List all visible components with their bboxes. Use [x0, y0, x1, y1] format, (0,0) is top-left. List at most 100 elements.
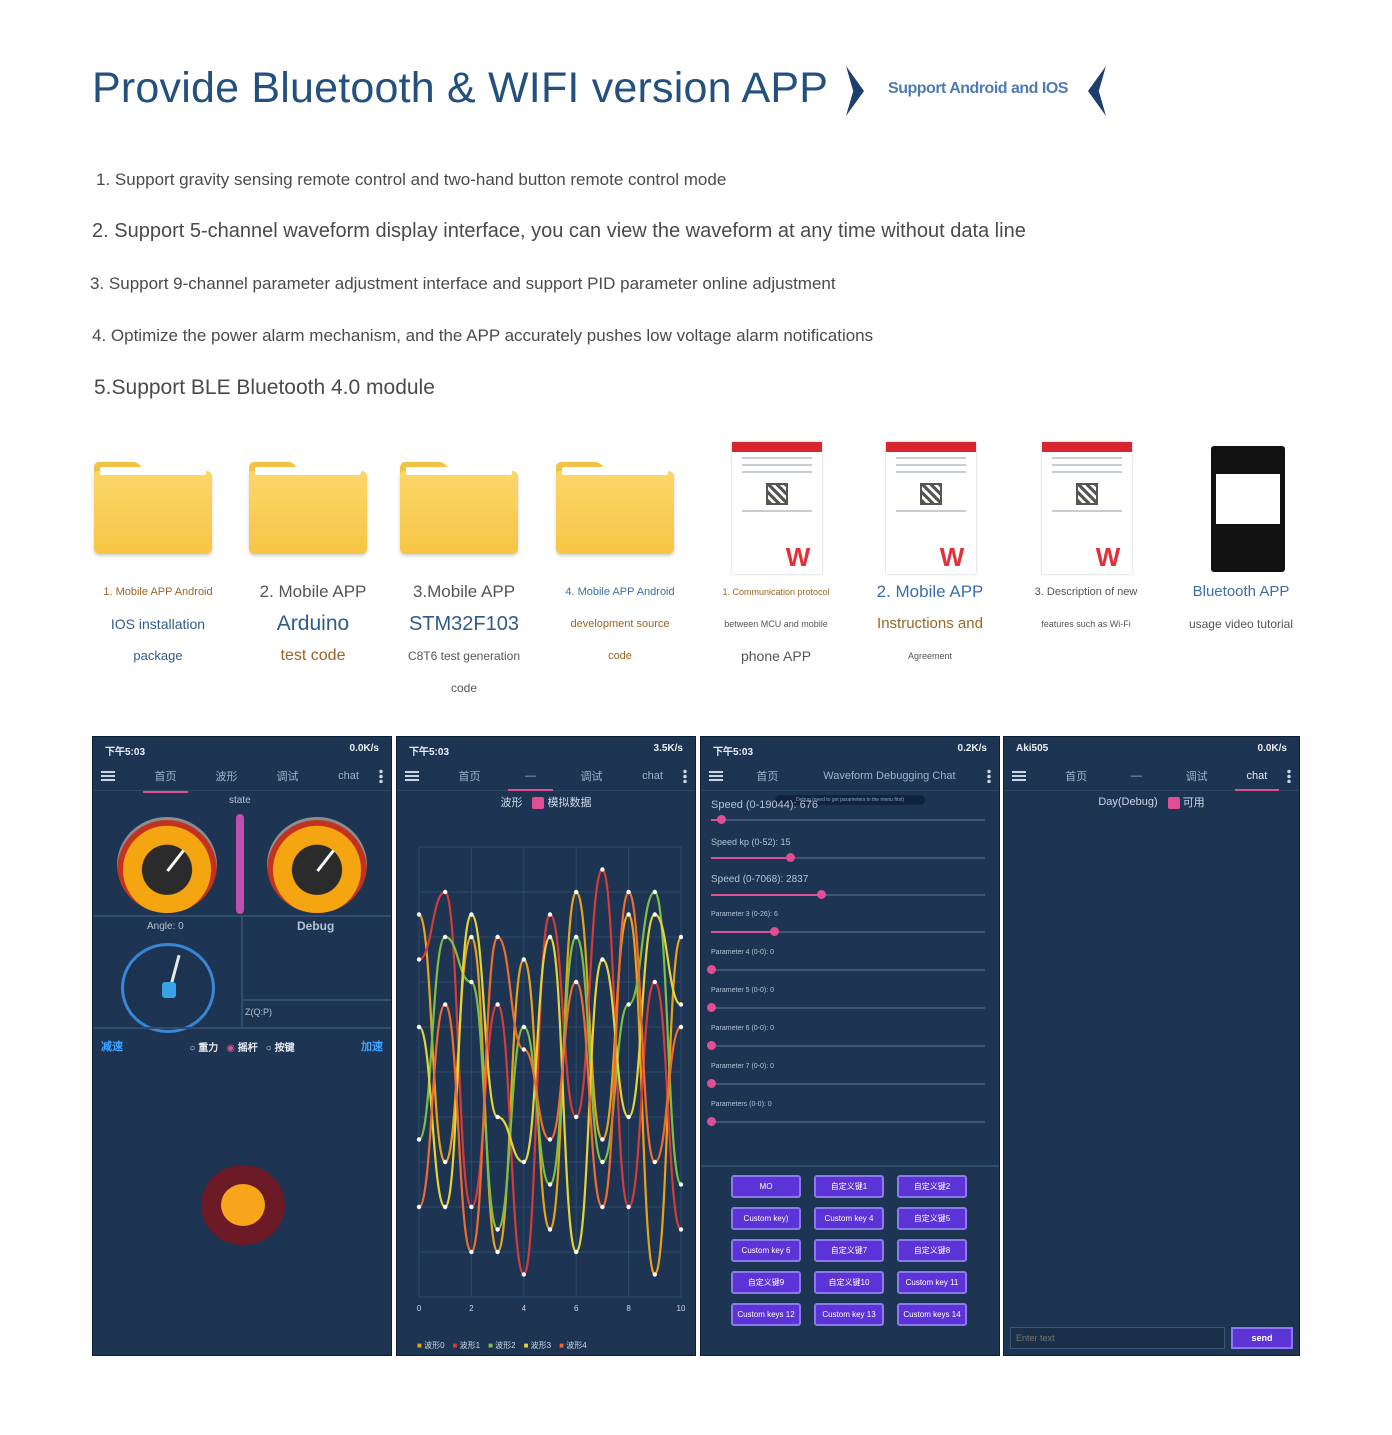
- slider-knob[interactable]: [816, 890, 826, 899]
- parameter-slider[interactable]: Speed (0-19044): 676: [711, 799, 985, 824]
- file-item[interactable]: Bluetooth APP usage video tutorial: [1163, 440, 1319, 640]
- parameter-slider[interactable]: Parameter 3 (0-26): 6: [711, 911, 985, 936]
- custom-key-button[interactable]: MO: [731, 1175, 801, 1198]
- slider-track[interactable]: [711, 857, 985, 859]
- simulate-data-toggle[interactable]: 模拟数据: [532, 794, 592, 810]
- parameter-slider[interactable]: Parameter 7 (0-0): 0: [707, 1063, 985, 1088]
- slider-track[interactable]: [711, 1083, 985, 1085]
- custom-key-button[interactable]: 自定义键2: [897, 1175, 967, 1198]
- tab-waveform[interactable]: —: [500, 770, 561, 791]
- tab-waveform-debug-chat[interactable]: Waveform Debugging Chat: [823, 769, 956, 782]
- custom-key-button[interactable]: 自定义键10: [814, 1271, 884, 1294]
- more-icon[interactable]: [987, 768, 991, 783]
- slider-track[interactable]: [711, 1045, 985, 1047]
- parameter-slider[interactable]: Parameters (0-0): 0: [707, 1101, 985, 1126]
- mode-buttons[interactable]: ○ 按键: [265, 1042, 295, 1054]
- more-icon[interactable]: [683, 768, 687, 783]
- accelerate-button[interactable]: 加速: [360, 1041, 383, 1053]
- tab-home[interactable]: 首页: [756, 770, 779, 783]
- tab-chat[interactable]: chat: [642, 769, 663, 782]
- parameter-slider[interactable]: Speed kp (0-52): 15: [711, 837, 985, 862]
- custom-key-button[interactable]: Custom keys 14: [897, 1303, 967, 1326]
- x-tick-label: 8: [626, 1304, 631, 1313]
- data-point: [626, 889, 631, 895]
- tab-waveform[interactable]: 波形: [215, 770, 238, 783]
- slider-knob[interactable]: [707, 965, 716, 974]
- slider-knob[interactable]: [707, 1117, 716, 1126]
- send-button[interactable]: send: [1231, 1327, 1293, 1349]
- debug-hint: Debug (need to get parameters in the men…: [775, 795, 925, 805]
- tab-debug[interactable]: 调试: [1185, 770, 1208, 783]
- custom-key-button[interactable]: Custom key 11: [897, 1271, 967, 1294]
- data-point: [469, 1249, 474, 1255]
- data-point: [678, 1002, 684, 1007]
- custom-key-button[interactable]: Custom key 13: [814, 1303, 884, 1326]
- parameter-slider[interactable]: Parameter 4 (0-0): 0: [707, 949, 985, 974]
- mode-joystick[interactable]: ◉ 摇杆: [226, 1042, 258, 1054]
- parameter-slider[interactable]: Parameter 5 (0-0): 0: [707, 987, 985, 1012]
- chat-input[interactable]: [1010, 1327, 1225, 1349]
- tab-home[interactable]: 首页: [135, 768, 196, 793]
- data-point: [495, 1114, 500, 1120]
- custom-key-button[interactable]: 自定义键1: [814, 1175, 884, 1198]
- slider-track[interactable]: [711, 1007, 985, 1009]
- tab-waveform[interactable]: —: [1130, 769, 1142, 782]
- slider-knob[interactable]: [707, 1079, 716, 1088]
- tab-home[interactable]: 首页: [1065, 770, 1088, 783]
- slider-track[interactable]: [711, 931, 985, 933]
- slider-track[interactable]: [711, 1121, 985, 1123]
- custom-key-button[interactable]: 自定义键5: [897, 1207, 967, 1230]
- file-item[interactable]: 2. Mobile APP Arduino test code: [235, 440, 391, 672]
- file-caption: features such as Wi-Fi: [1041, 619, 1131, 629]
- slider-knob[interactable]: [707, 1003, 716, 1012]
- custom-key-button[interactable]: 自定义键9: [731, 1271, 801, 1294]
- tab-chat[interactable]: chat: [1227, 770, 1287, 791]
- tab-debug[interactable]: 调试: [276, 770, 299, 783]
- custom-key-button[interactable]: Custom keys 12: [731, 1303, 801, 1326]
- custom-key-button[interactable]: Custom key): [731, 1207, 801, 1230]
- custom-key-button[interactable]: 自定义键8: [897, 1239, 967, 1262]
- mode-label: 按键: [274, 1042, 295, 1054]
- slider-fill: [711, 931, 775, 933]
- file-item[interactable]: W 3. Description of new features such as…: [1008, 440, 1164, 640]
- status-device: Aki505: [1016, 743, 1049, 754]
- tab-debug[interactable]: 调试: [580, 770, 603, 783]
- tab-bar: 首页 — 调试 chat: [1004, 761, 1299, 791]
- tab-chat[interactable]: chat: [338, 769, 359, 782]
- slider-knob[interactable]: [707, 1041, 716, 1050]
- parameter-slider[interactable]: Speed (0-7068): 2837: [711, 874, 985, 899]
- slider-track[interactable]: [711, 969, 985, 971]
- file-item[interactable]: 3.Mobile APP STM32F103 C8T6 test generat…: [386, 440, 542, 704]
- menu-icon[interactable]: [101, 770, 115, 781]
- slider-track[interactable]: [711, 819, 985, 821]
- menu-icon[interactable]: [1012, 770, 1026, 781]
- custom-key-button[interactable]: 自定义键7: [814, 1239, 884, 1262]
- file-item[interactable]: W 2. Mobile APP Instructions and Agreeme…: [852, 440, 1008, 672]
- parameter-label: Speed (0-19044): 676: [711, 799, 819, 811]
- file-item[interactable]: 1. Mobile APP Android IOS installation p…: [80, 440, 236, 672]
- slider-track[interactable]: [711, 894, 985, 896]
- slider-knob[interactable]: [716, 815, 726, 824]
- file-item[interactable]: 4. Mobile APP Android development source…: [542, 440, 698, 672]
- x-tick-label: 4: [522, 1304, 527, 1313]
- decelerate-button[interactable]: 减速: [101, 1041, 123, 1053]
- slider-knob[interactable]: [786, 853, 796, 862]
- more-icon[interactable]: [379, 768, 383, 783]
- compass-icon: [121, 943, 215, 1033]
- folder-icon: [556, 462, 674, 554]
- joystick-handle[interactable]: [201, 1165, 285, 1245]
- mode-gravity[interactable]: ○ 重力: [189, 1042, 219, 1054]
- slider-knob[interactable]: [770, 927, 780, 936]
- file-item[interactable]: W 1. Communication protocol between MCU …: [698, 440, 854, 672]
- more-icon[interactable]: [1287, 768, 1291, 783]
- menu-icon[interactable]: [709, 770, 723, 781]
- custom-key-button[interactable]: Custom key 6: [731, 1239, 801, 1262]
- tab-home[interactable]: 首页: [458, 770, 481, 783]
- menu-icon[interactable]: [405, 770, 419, 781]
- available-toggle[interactable]: 可用: [1167, 794, 1205, 810]
- legend-item: ■ 波形1: [452, 1341, 481, 1350]
- parameter-slider[interactable]: Parameter 6 (0-0): 0: [707, 1025, 985, 1050]
- power-slider[interactable]: [236, 814, 244, 914]
- custom-key-button[interactable]: Custom key 4: [814, 1207, 884, 1230]
